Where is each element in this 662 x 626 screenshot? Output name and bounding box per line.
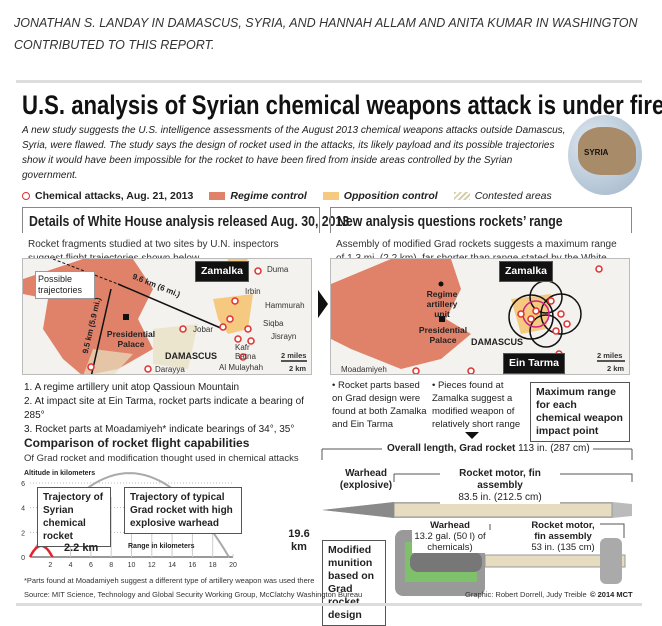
- label-hammurah: Hammurah: [265, 301, 305, 310]
- label-regime-artillery-unit: Regime artillery unit: [426, 289, 458, 319]
- label-19-6-km: 19.6 km: [288, 528, 310, 553]
- label-al-mulayhah: Al Mulayhah: [219, 363, 264, 372]
- graphic-credit: Graphic: Robert Dorrell, Judy Treible: [465, 590, 587, 599]
- arrow-right-icon: [318, 290, 328, 318]
- label-jisrayn: Jisrayn: [271, 332, 297, 341]
- label-darayya: Darayya: [155, 365, 185, 374]
- x-tick-label: 16: [189, 562, 197, 569]
- globe-icon: SYRIA: [568, 115, 642, 195]
- label-presidential-palace: Presidential Palace: [106, 329, 156, 349]
- label-2-2-km: 2.2 km: [64, 542, 99, 554]
- y-tick-label: 6: [21, 481, 25, 488]
- label-kafr-batna: Kafr Batna: [235, 343, 256, 361]
- label-duma: Duma: [267, 265, 289, 274]
- scale-miles-right: 2 miles: [597, 351, 623, 360]
- x-tick-label: 2: [48, 562, 52, 569]
- y-tick-label: 4: [21, 506, 25, 513]
- scale-km-left: 2 km: [289, 364, 307, 373]
- label-jobar: Jobar: [193, 325, 214, 334]
- legend-contested: Contested areas: [453, 190, 552, 202]
- left-notes: 1. A regime artillery unit atop Qassioun…: [24, 381, 314, 437]
- x-tick-label: 12: [148, 562, 156, 569]
- divider-bottom: [16, 603, 642, 606]
- callout-syrian-rocket: Trajectory of Syrian chemical rocket: [37, 487, 111, 547]
- label-ein-tarma: Ein Tarma: [503, 353, 565, 374]
- warhead-explosive-label: Warhead (explosive): [339, 468, 393, 491]
- right-map: Zamalka Regime artillery unit Presidenti…: [330, 258, 630, 375]
- x-tick-label: 10: [128, 562, 136, 569]
- note-1: 1. A regime artillery unit atop Qassioun…: [24, 382, 240, 393]
- legend-attacks: Chemical attacks, Aug. 21, 2013: [22, 190, 193, 202]
- label-damascus: DAMASCUS: [165, 351, 218, 361]
- max-range-callout: Maximum range for each chemical weapon i…: [530, 382, 630, 442]
- infographic-title: U.S. analysis of Syrian chemical weapons…: [22, 90, 662, 120]
- x-tick-label: 14: [168, 562, 176, 569]
- arrow-down-icon: [465, 432, 479, 439]
- legend-regime: Regime control: [209, 190, 307, 202]
- chart-xlabel: Range in kilometers: [128, 543, 195, 550]
- x-tick-label: 6: [89, 562, 93, 569]
- label-saqba: Siqba: [263, 319, 284, 328]
- x-tick-label: 8: [109, 562, 113, 569]
- label-zamalka-right: Zamalka: [499, 261, 554, 282]
- right-map-shapes: [331, 259, 625, 374]
- note-3: 3. Rocket parts at Moadamiyeh* indicate …: [24, 424, 295, 435]
- copyright: © 2014 MCT: [590, 590, 633, 599]
- scale-miles-left: 2 miles: [281, 351, 307, 360]
- modified-munition-label: Modified munition based on Grad rocket d…: [322, 540, 386, 626]
- callout-grad-rocket: Trajectory of typical Grad rocket with h…: [124, 487, 242, 534]
- label-presidential-palace-right: Presidential Palace: [418, 325, 468, 345]
- right-section-header: New analysis questions rockets’ range: [330, 207, 632, 233]
- source-line: Source: MIT Science, Technology and Glob…: [24, 590, 363, 599]
- map-legend: Chemical attacks, Aug. 21, 2013 Regime c…: [22, 190, 552, 202]
- label-irbin: Irbin: [245, 287, 261, 296]
- globe-label: SYRIA: [584, 148, 609, 157]
- right-note-1: • Rocket parts based on Grad design were…: [332, 380, 427, 430]
- right-note-2: • Pieces found at Zamalka suggest a modi…: [432, 380, 521, 430]
- y-tick-label: 0: [21, 555, 25, 562]
- divider-top: [16, 80, 642, 83]
- left-map: Zamalka Duma Irbin Hammurah Jobar Siqba …: [22, 258, 312, 375]
- x-tick-label: 18: [209, 562, 217, 569]
- label-moadamiyeh: Moadamiyeh: [341, 365, 387, 374]
- overall-length-label: Overall length, Grad rocket 113 in. (287…: [384, 443, 593, 454]
- legend-opposition: Opposition control: [322, 190, 438, 202]
- chart-title: Comparison of rocket flight capabilities: [24, 436, 250, 450]
- chart-ylabel: Altitude in kilometers: [24, 470, 96, 477]
- article-caption: Jonathan S. Landay in Damascus, Syria, a…: [14, 16, 638, 52]
- trajectory-line-syrian: [28, 544, 54, 558]
- x-tick-label: 20: [229, 562, 237, 569]
- note-2: 2. At impact site at Ein Tarma, rocket p…: [24, 396, 304, 421]
- infographic-subtitle: A new study suggests the U.S. intelligen…: [22, 125, 566, 181]
- chart-subtitle: Of Grad rocket and modification thought …: [24, 453, 299, 464]
- footnote: *Parts found at Moadamiyeh suggest a dif…: [24, 576, 315, 585]
- scale-km-right: 2 km: [607, 364, 625, 373]
- label-possible-trajectories: Possible trajectories: [35, 271, 95, 299]
- x-tick-label: 4: [69, 562, 73, 569]
- y-tick-label: 2: [21, 530, 25, 537]
- label-damascus-right: DAMASCUS: [471, 337, 524, 347]
- label-zamalka: Zamalka: [195, 261, 250, 282]
- left-section-header: Details of White House analysis released…: [22, 207, 349, 233]
